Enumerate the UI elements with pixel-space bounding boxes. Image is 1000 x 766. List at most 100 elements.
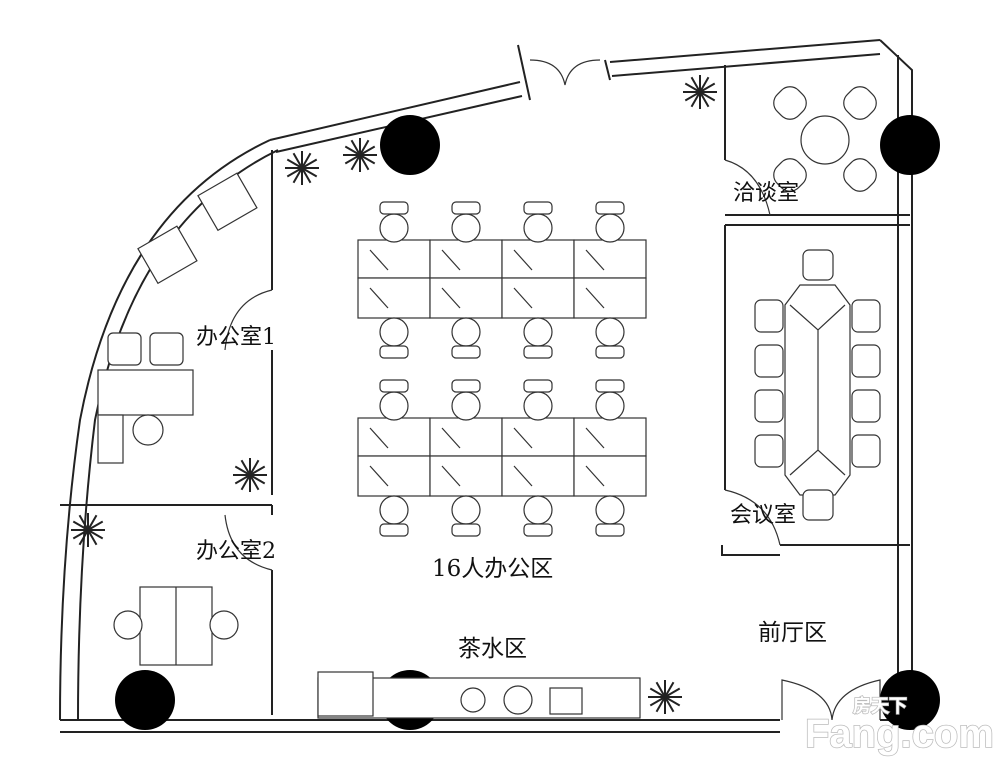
leaf xyxy=(350,139,361,156)
leaf xyxy=(664,687,681,698)
leaf xyxy=(684,82,701,93)
leaf xyxy=(72,529,89,540)
leaf xyxy=(664,681,675,698)
desk xyxy=(357,417,431,457)
monitor xyxy=(369,249,389,271)
conference-chair xyxy=(851,389,881,423)
monitor xyxy=(441,427,461,449)
chair-back xyxy=(595,201,625,215)
chair-back xyxy=(379,201,409,215)
room-label-negotiation: 洽谈室 xyxy=(733,181,799,206)
leaf xyxy=(301,167,312,184)
plants xyxy=(71,75,717,714)
desk xyxy=(573,277,647,319)
conference-chair xyxy=(802,249,834,281)
office-chair xyxy=(595,495,625,525)
desk xyxy=(429,455,503,497)
leaf xyxy=(699,76,710,93)
leaf xyxy=(344,154,361,165)
desk xyxy=(429,239,503,279)
chair-back xyxy=(523,201,553,215)
office-chair xyxy=(523,317,553,347)
monitor xyxy=(513,249,533,271)
monitor xyxy=(369,287,389,309)
chair-back xyxy=(595,379,625,393)
chair-back xyxy=(451,523,481,537)
leaf xyxy=(301,167,318,178)
leaf xyxy=(655,681,666,698)
leaf xyxy=(699,91,716,102)
monitor xyxy=(441,287,461,309)
leaf xyxy=(690,76,701,93)
office-chair xyxy=(595,391,625,421)
leaf xyxy=(240,459,251,476)
plant-icon xyxy=(683,75,717,109)
workstation-clusters xyxy=(357,201,647,537)
office-chair xyxy=(451,213,481,243)
leaf xyxy=(350,154,361,171)
leaf xyxy=(286,167,303,178)
monitor xyxy=(369,465,389,487)
leaf xyxy=(699,91,710,108)
desk xyxy=(573,239,647,279)
round-table xyxy=(773,86,877,192)
leaf xyxy=(249,474,260,491)
watermark: 房天下 Fang.com xyxy=(804,694,994,757)
chair-back xyxy=(595,523,625,537)
desk xyxy=(501,239,575,279)
column xyxy=(880,670,940,730)
office-chair xyxy=(523,213,553,243)
column xyxy=(880,115,940,175)
leaf xyxy=(664,696,681,707)
room-label-office2: 办公室2 xyxy=(196,539,276,564)
leaf xyxy=(234,474,251,485)
desk xyxy=(573,455,647,497)
monitor xyxy=(585,249,605,271)
leaf xyxy=(359,139,370,156)
room-label-office1: 办公室1 xyxy=(196,325,276,350)
conference-chair xyxy=(851,434,881,468)
leaf xyxy=(359,145,376,156)
leaf xyxy=(292,152,303,169)
plant-icon xyxy=(233,458,267,492)
monitor xyxy=(585,427,605,449)
leaf xyxy=(78,529,89,546)
chair-back xyxy=(379,523,409,537)
svg-text:Fang.com: Fang.com xyxy=(805,712,994,756)
monitor xyxy=(441,465,461,487)
chair-back xyxy=(451,345,481,359)
room-label-lobby: 前厅区 xyxy=(758,620,827,646)
office-chair xyxy=(451,391,481,421)
leaf xyxy=(649,696,666,707)
chair-back xyxy=(451,201,481,215)
leaf xyxy=(699,82,716,93)
leaf xyxy=(240,474,251,491)
plant-icon xyxy=(648,680,682,714)
monitor xyxy=(513,287,533,309)
chair-back xyxy=(523,345,553,359)
leaf xyxy=(87,529,98,546)
office-chair xyxy=(379,495,409,525)
office-chair xyxy=(523,391,553,421)
office-chair xyxy=(379,317,409,347)
chair-back xyxy=(523,523,553,537)
column xyxy=(380,115,440,175)
leaf xyxy=(292,167,303,184)
leaf xyxy=(72,520,89,531)
chair-back xyxy=(595,345,625,359)
leaf xyxy=(234,465,251,476)
office-chair xyxy=(523,495,553,525)
desk xyxy=(501,455,575,497)
leaf xyxy=(87,520,104,531)
leaf xyxy=(684,91,701,102)
leaf xyxy=(78,514,89,531)
leaf xyxy=(301,158,318,169)
plant-icon xyxy=(343,138,377,172)
office-chair xyxy=(451,317,481,347)
desk xyxy=(357,239,431,279)
svg-text:房天下: 房天下 xyxy=(853,695,907,716)
leaf xyxy=(655,696,666,713)
desk xyxy=(501,417,575,457)
leaf xyxy=(87,514,98,531)
